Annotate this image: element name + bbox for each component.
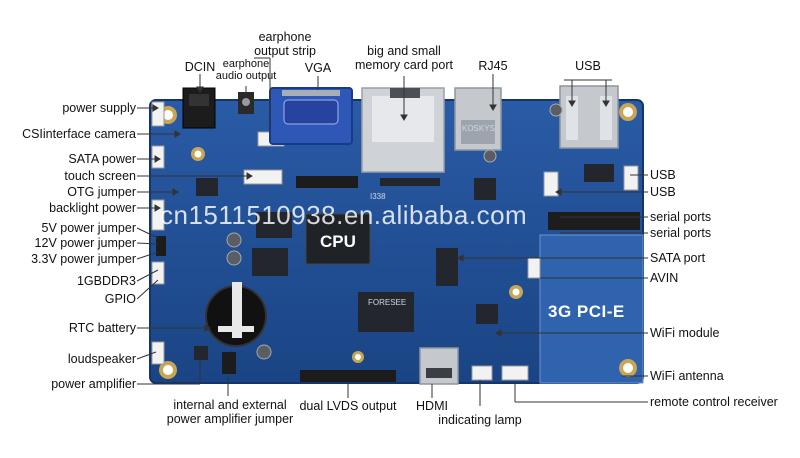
label-remote-receiver: remote control receiver <box>650 395 778 409</box>
label-power-supply: power supply <box>62 101 136 115</box>
label-loudspeaker: loudspeaker <box>67 352 136 366</box>
label-amp-jumper-line1: internal and external <box>173 398 287 412</box>
label-12v-jumper: 12V power jumper <box>34 236 136 250</box>
label-backlight-power: backlight power <box>49 201 136 215</box>
chip-forsee-mark: FORESEE <box>368 298 407 307</box>
label-dual-lvds: dual LVDS output <box>299 399 397 413</box>
label-serial-1: serial ports <box>650 210 712 224</box>
label-usb-1: USB <box>650 168 676 182</box>
label-memory-card-line2: memory card port <box>355 58 453 72</box>
dcin-jack <box>182 87 216 129</box>
label-earphone-audio-line2: audio output <box>215 70 277 82</box>
cpu-label: CPU <box>320 232 356 251</box>
lvds-header <box>300 370 396 382</box>
label-serial-2: serial ports <box>650 226 712 240</box>
label-wifi-antenna: WiFi antenna <box>650 369 724 383</box>
watermark: cn1511510938.en.alibaba.com <box>160 200 528 230</box>
label-earphone-audio-line1: earphone <box>222 58 270 70</box>
label-memory-card: big and small memory card port <box>348 44 460 72</box>
label-earphone-strip-line1: earphone <box>258 30 312 44</box>
label-amp-jumper-line2: power amplifier jumper <box>166 412 294 426</box>
label-usb-2: USB <box>650 185 676 199</box>
cpu-chip <box>305 213 371 265</box>
label-otg-jumper: OTG jumper <box>67 185 136 199</box>
label-amp-jumper: internal and external power amplifier ju… <box>150 398 310 426</box>
serial-strip <box>548 212 640 230</box>
label-33v-jumper: 3.3V power jumper <box>31 252 136 266</box>
label-usb-top: USB <box>575 59 601 73</box>
label-vga: VGA <box>304 61 332 75</box>
label-5v-jumper: 5V power jumper <box>41 221 137 235</box>
label-rj45: RJ45 <box>478 59 508 73</box>
label-rtc-battery: RTC battery <box>68 321 136 335</box>
label-csi-camera: CSIinterface camera <box>22 127 136 141</box>
label-power-amplifier: power amplifier <box>51 377 136 391</box>
label-dcin: DCIN <box>184 60 216 74</box>
pcie-label: 3G PCI-E <box>548 302 625 321</box>
label-indicating-lamp: indicating lamp <box>438 413 522 427</box>
label-memory-card-line1: big and small <box>367 44 441 58</box>
label-earphone-strip-line2: output strip <box>254 44 316 58</box>
label-ddr3: 1GBDDR3 <box>76 274 136 288</box>
label-sata-power: SATA power <box>68 152 136 166</box>
label-gpio: GPIO <box>104 292 136 306</box>
hdmi-port <box>419 347 459 385</box>
rj45-mark: KOSKYS <box>462 124 495 133</box>
label-avin: AVIN <box>650 271 679 285</box>
label-earphone-audio: earphone audio output <box>214 58 278 82</box>
label-sata-port: SATA port <box>650 251 706 265</box>
label-hdmi: HDMI <box>416 399 448 413</box>
label-wifi-module: WiFi module <box>650 326 720 340</box>
label-touch-screen: touch screen <box>64 169 136 183</box>
pcie-zone <box>539 234 644 384</box>
chip-1338-mark: I338 <box>370 192 386 201</box>
label-earphone-strip: earphone output strip <box>240 30 330 58</box>
